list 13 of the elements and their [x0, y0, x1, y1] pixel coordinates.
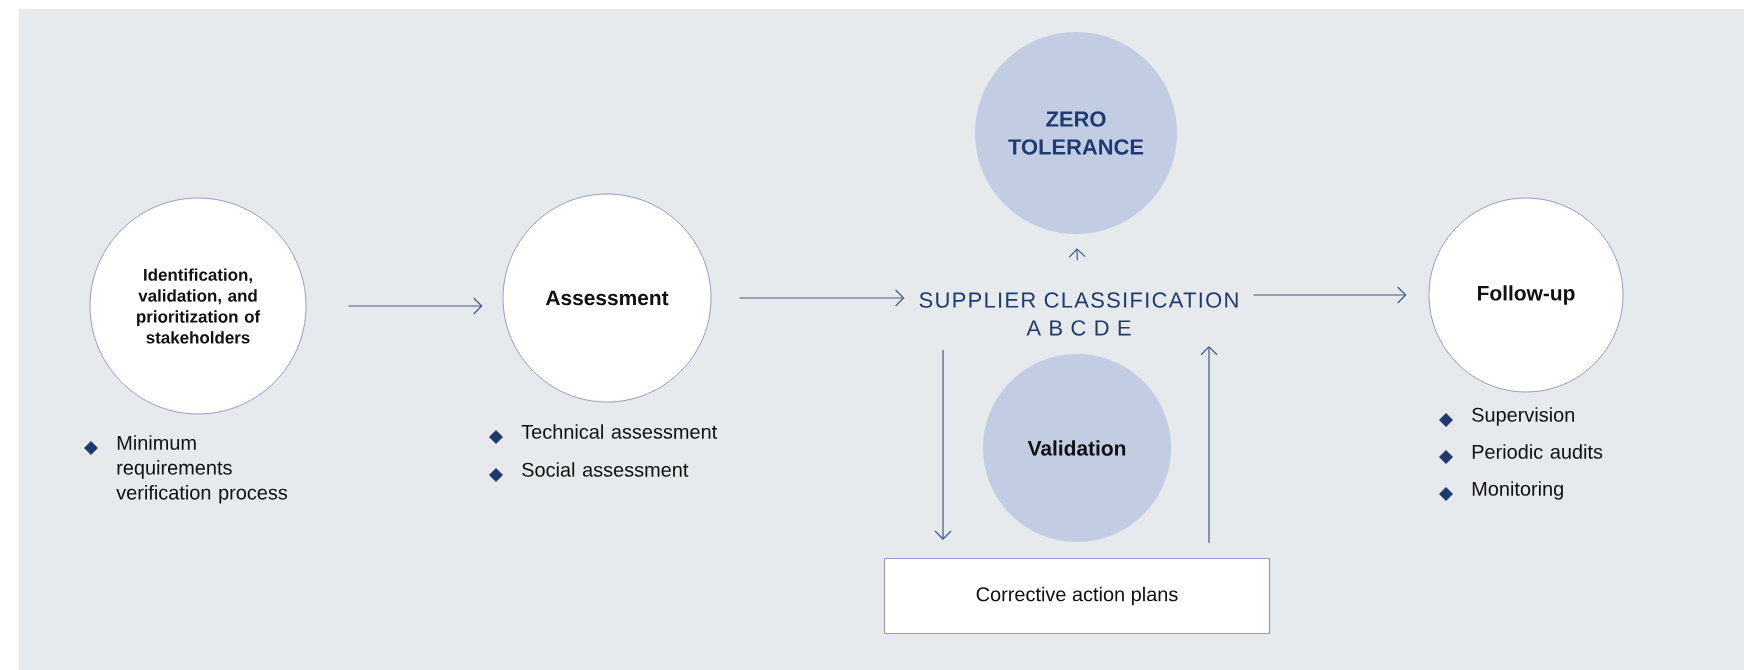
action-box: Corrective action plans [883, 557, 1271, 635]
list-item: Minimum requirements verification process [116, 435, 288, 504]
arrow [1200, 345, 1218, 544]
list-item: Supervision [1472, 407, 1574, 426]
list-item: Social assessment [522, 462, 689, 477]
arrow [347, 297, 483, 315]
list-item: Monitoring [1472, 481, 1563, 500]
arrow [738, 289, 905, 307]
arrow [1253, 286, 1407, 304]
classification-label: SUPPLIER CLASSIFICATION A B C D E [919, 292, 1238, 336]
list-item: Periodic audits [1472, 444, 1603, 459]
list-item: Technical assessment [521, 424, 718, 439]
arrow [934, 349, 952, 540]
